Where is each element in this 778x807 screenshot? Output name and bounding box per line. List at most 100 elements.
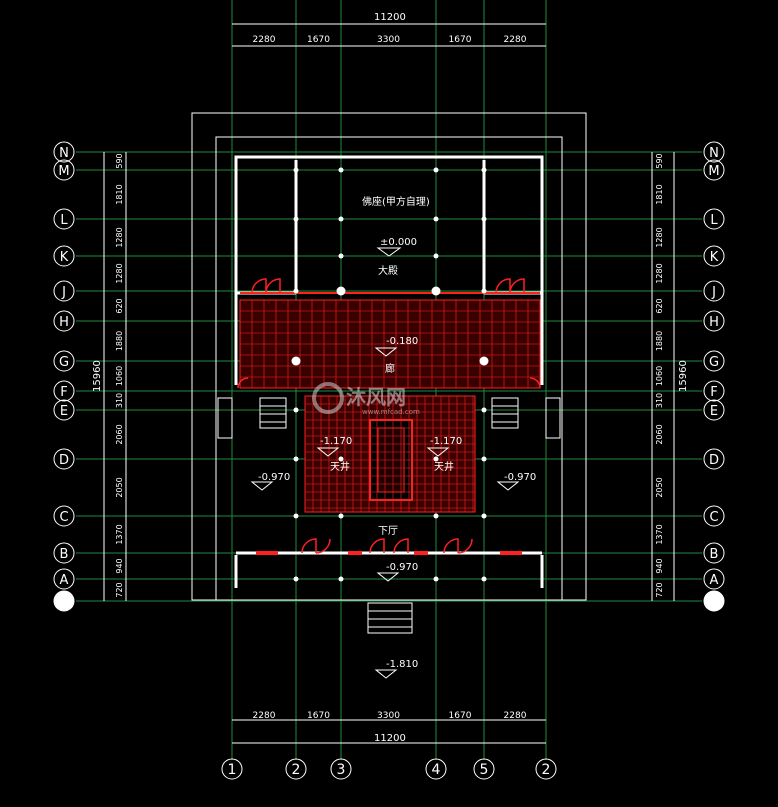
row-axis-label: N: [709, 146, 719, 161]
column-axis-label: 2: [542, 762, 551, 778]
column: [293, 513, 299, 519]
row-axis-label: J: [711, 285, 716, 300]
row-dimension: 2060: [115, 424, 124, 444]
row-axis-label: N: [59, 146, 69, 161]
column: [481, 407, 487, 413]
column: [293, 576, 299, 582]
label-elev-entrance: -1.810: [386, 659, 418, 670]
row-dimension: 720: [655, 582, 664, 597]
row-axis-label: F: [60, 385, 67, 400]
row-axis-label: K: [60, 250, 69, 265]
label-elev-right: -1.170: [430, 436, 462, 447]
column-axis-bubble: [425, 758, 447, 780]
bay-dimension: 1670: [307, 711, 330, 721]
label-elev-lower: -0.970: [386, 562, 418, 573]
row-dimension: 1370: [655, 524, 664, 544]
bay-dimension: 1670: [307, 35, 330, 45]
row-dimension: 1280: [115, 227, 124, 247]
row-dimension: 1280: [115, 263, 124, 283]
label-elev-side-right: -0.970: [504, 472, 536, 483]
dimension-texts: 2280228016701670330033001670167022802280…: [115, 35, 664, 721]
row-axis-bubble: [703, 159, 725, 181]
row-dimension: 1060: [115, 366, 124, 386]
row-dimension: 940: [115, 558, 124, 573]
row-axis-label: C: [709, 510, 718, 525]
row-dimension: 310: [655, 393, 664, 408]
overall-width-top: 11200: [374, 12, 406, 23]
overall-depth-right: 15960: [678, 360, 689, 392]
column: [336, 286, 346, 296]
row-axis-label: L: [60, 213, 68, 228]
row-axis-label: B: [710, 547, 719, 562]
row-dimension: 2060: [655, 424, 664, 444]
row-axis-label: C: [59, 510, 68, 525]
row-dimension: 940: [655, 558, 664, 573]
column: [293, 456, 299, 462]
watermark-text: 沐风网: [346, 385, 406, 409]
column-axis-label: 4: [432, 762, 441, 778]
column-axis-bubble: [535, 758, 557, 780]
column: [481, 167, 487, 173]
stairs: [217, 397, 561, 634]
column: [293, 167, 299, 173]
column: [433, 513, 439, 519]
columns: [291, 167, 489, 582]
row-axis-label: K: [710, 250, 719, 265]
row-dimension: 1810: [655, 184, 664, 204]
column: [433, 456, 439, 462]
row-axis-bubble: [703, 380, 725, 402]
row-dimension: 1060: [655, 366, 664, 386]
row-axis-bubble: [703, 505, 725, 527]
bay-dimension: 1670: [449, 35, 472, 45]
row-axis-bubble: [53, 141, 75, 163]
label-hall: 大殿: [378, 264, 398, 277]
row-dimension: 1280: [655, 227, 664, 247]
row-dimension: 620: [655, 298, 664, 313]
label-elev-left: -1.170: [320, 436, 352, 447]
elevation-markers: [250, 247, 520, 679]
row-axis-bubble: [703, 310, 725, 332]
door-swings: [237, 278, 541, 554]
row-axis-bubble: [703, 280, 725, 302]
column: [338, 167, 344, 173]
dimension-lines: [103, 23, 675, 744]
column: [338, 253, 344, 259]
label-yard-right: 天井: [434, 460, 454, 473]
label-elev-side-left: -0.970: [258, 472, 290, 483]
bay-dimension: 2280: [504, 35, 527, 45]
column: [431, 286, 441, 296]
label-yard-left: 天井: [330, 460, 350, 473]
bay-dimension: 2280: [504, 711, 527, 721]
row-axis-bubble: [703, 568, 725, 590]
row-axis-label: J: [61, 285, 66, 300]
row-axis-bubble: [703, 208, 725, 230]
bay-dimension: 2280: [253, 711, 276, 721]
column: [338, 216, 344, 222]
column: [433, 216, 439, 222]
column: [338, 513, 344, 519]
label-corridor: 廊: [385, 362, 395, 375]
column: [293, 288, 299, 294]
row-axis-bubble: [703, 542, 725, 564]
row-axis-bubble: [703, 245, 725, 267]
row-axis-bubble: [53, 280, 75, 302]
bay-dimension: 3300: [377, 35, 400, 45]
row-dimension: 1280: [655, 263, 664, 283]
row-axis-bubble: [53, 399, 75, 421]
bay-dimension: 3300: [377, 711, 400, 721]
row-axis-label: E: [60, 404, 68, 419]
row-axis-label: E: [710, 404, 718, 419]
column-axis-label: 1: [228, 762, 237, 778]
column: [481, 576, 487, 582]
row-axis-bubble: [53, 208, 75, 230]
watermark: 沐风网 www.mfcad.com: [312, 382, 420, 416]
watermark-url: www.mfcad.com: [362, 408, 420, 416]
row-axis-bubble: [703, 399, 725, 421]
row-axis-label: G: [709, 355, 719, 370]
row-dimension: 720: [115, 582, 124, 597]
bay-dimension: 1670: [449, 711, 472, 721]
row-dimension: 1880: [115, 331, 124, 351]
row-axis-label: M: [708, 164, 719, 179]
